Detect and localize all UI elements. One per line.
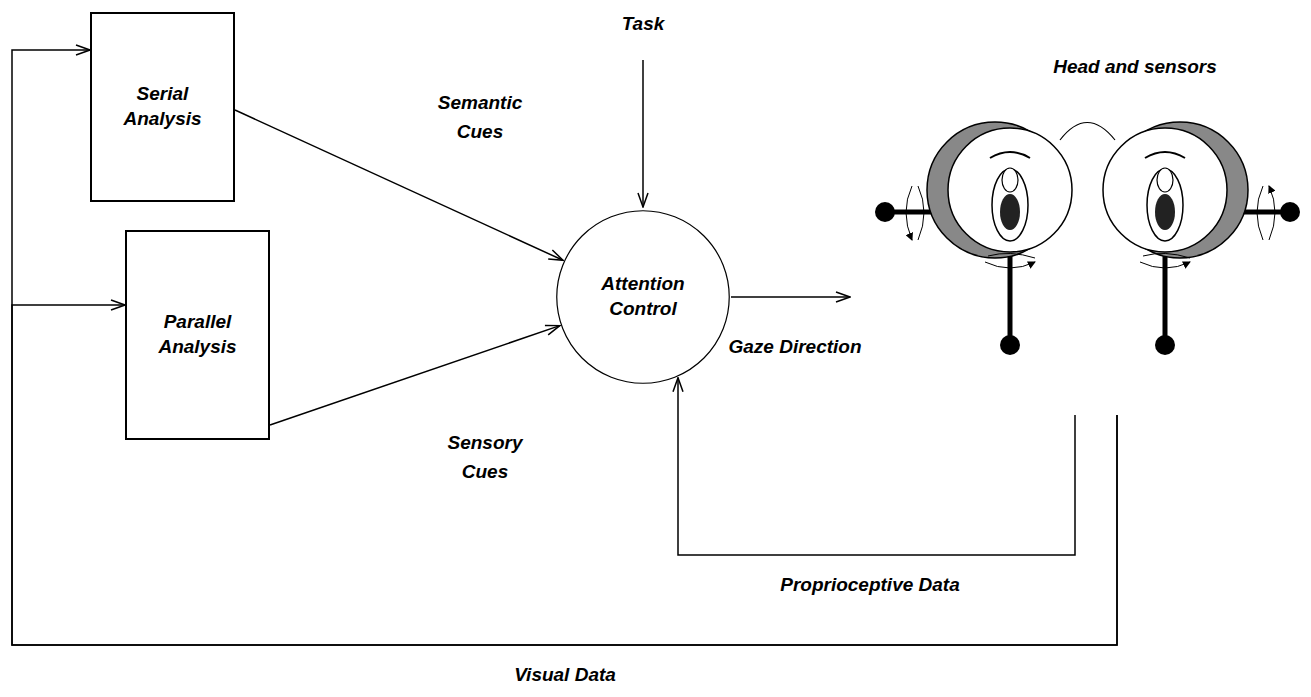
heading-label: Head and sensors	[1053, 55, 1217, 80]
edge-label: Visual Data	[511, 661, 619, 690]
node-label: Serial Analysis	[108, 82, 218, 131]
right-pupil	[1155, 194, 1175, 230]
left-stem-knob	[1000, 335, 1020, 355]
process-box: Serial Analysis	[90, 12, 235, 202]
control-circle: Attention Control	[555, 209, 731, 385]
circle-outline	[555, 209, 731, 385]
left-stem	[1008, 245, 1013, 345]
rotation-arrow	[1269, 186, 1275, 240]
right-lens	[1147, 169, 1183, 241]
left-arm-knob	[875, 202, 895, 222]
edge-label: Semantic Cues	[427, 89, 533, 146]
flow-arrow	[270, 326, 560, 425]
rotation-arrow	[1143, 253, 1190, 258]
right-arm-knob	[1280, 202, 1300, 222]
rotation-arrow	[918, 186, 924, 240]
sensor-head: Head and sensors	[850, 55, 1290, 415]
rotation-arrow	[1140, 262, 1190, 268]
flow-arrow	[678, 378, 1075, 555]
flow-arrow	[731, 296, 850, 298]
node-label: Attention Control	[583, 272, 703, 321]
rotation-arrow	[988, 253, 1035, 258]
process-box: Parallel Analysis	[125, 230, 270, 440]
rotation-arrow	[906, 186, 912, 240]
left-lens-top	[1002, 168, 1018, 192]
left-brow	[990, 152, 1030, 158]
node-label: Parallel Analysis	[143, 310, 253, 359]
flow-arrow	[12, 305, 1117, 645]
right-stem	[1163, 245, 1168, 345]
right-brow	[1145, 152, 1185, 158]
right-lens-top	[1157, 168, 1173, 192]
left-lens	[992, 169, 1028, 241]
rotation-arrow	[985, 262, 1035, 268]
edge-label: Proprioceptive Data	[777, 571, 963, 600]
left-pupil	[1000, 194, 1020, 230]
edge-label: Sensory Cues	[432, 429, 538, 486]
link-arc	[1060, 123, 1115, 141]
rotation-arrow	[1257, 186, 1263, 240]
input-label: Task	[619, 10, 668, 39]
task-arrow	[642, 60, 644, 207]
right-stem-knob	[1155, 335, 1175, 355]
right-camera-face	[1103, 128, 1227, 252]
left-camera-face	[948, 128, 1072, 252]
edge-label: Gaze Direction	[725, 333, 864, 362]
